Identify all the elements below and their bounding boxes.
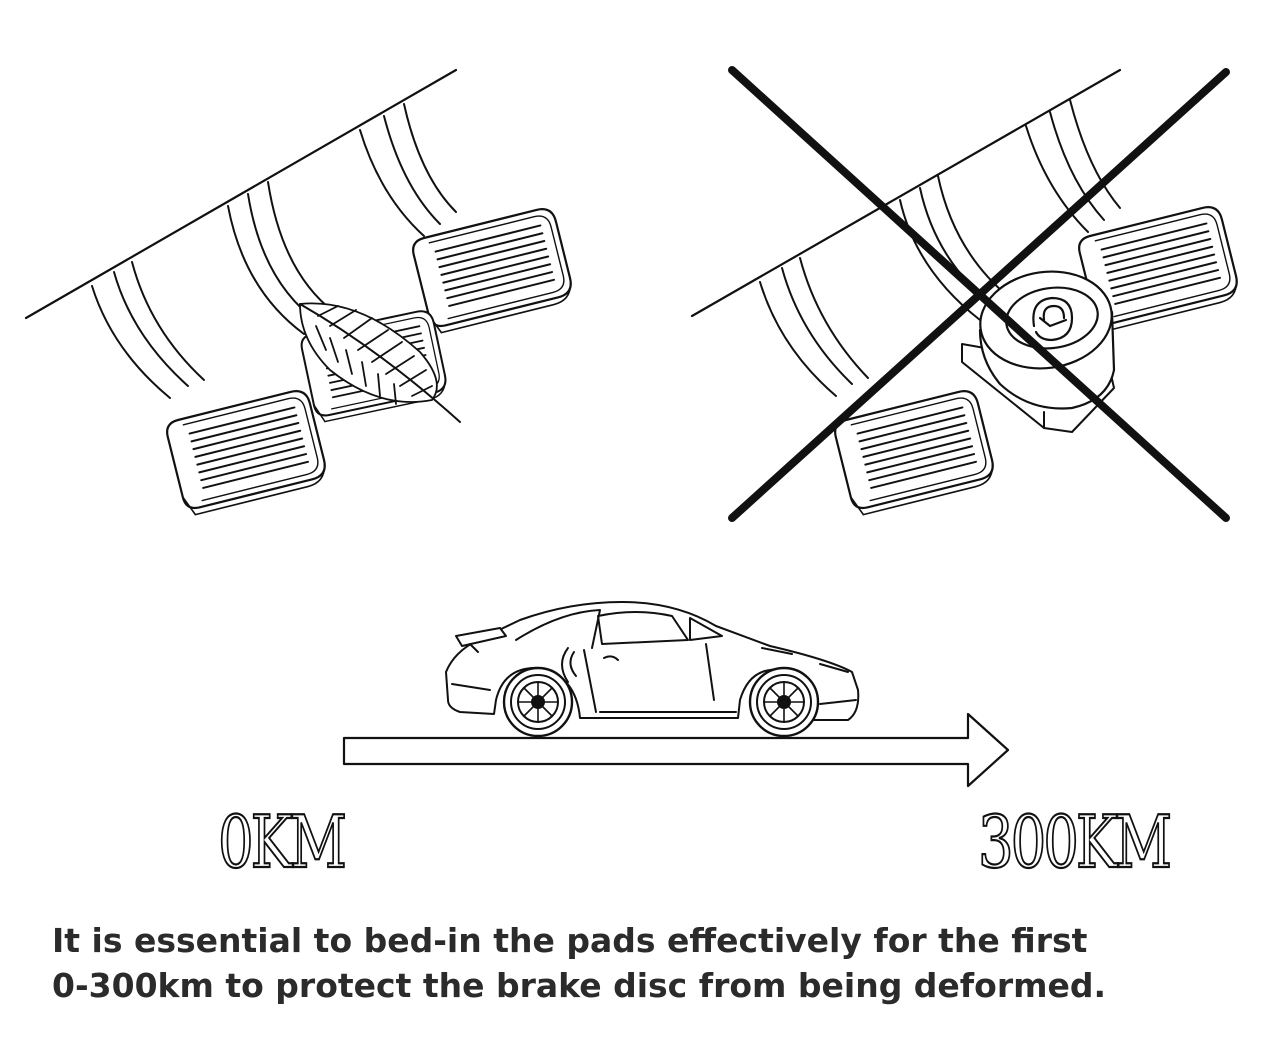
front-wheel — [748, 666, 820, 738]
caption-line-1: It is essential to bed-in the pads effec… — [52, 921, 1088, 960]
correct-pedal-panel — [24, 68, 577, 518]
arrow-right-icon — [342, 712, 1010, 788]
caption-line-2: 0-300km to protect the brake disc from b… — [52, 966, 1107, 1005]
floor-line-right — [690, 68, 1122, 318]
accelerator-pedal-pad — [409, 204, 577, 336]
floor-line-left — [24, 68, 458, 320]
incorrect-pedal-panel — [690, 66, 1243, 522]
clutch-pedal-pad — [163, 386, 331, 518]
end-distance-label: 300KM — [977, 800, 1173, 884]
rear-wheel — [502, 666, 574, 738]
clutch-pedal-arm — [91, 261, 205, 399]
feather-icon — [299, 302, 461, 423]
sports-car-icon — [445, 601, 860, 738]
accelerator-pedal-arm-right — [1025, 99, 1121, 233]
cross-icon — [728, 66, 1230, 522]
accelerator-pedal-arm — [359, 103, 457, 237]
start-distance-label: 0KM — [217, 800, 348, 884]
clutch-pedal-arm-right — [759, 257, 869, 397]
instruction-caption: It is essential to bed-in the pads effec… — [52, 918, 1272, 1008]
